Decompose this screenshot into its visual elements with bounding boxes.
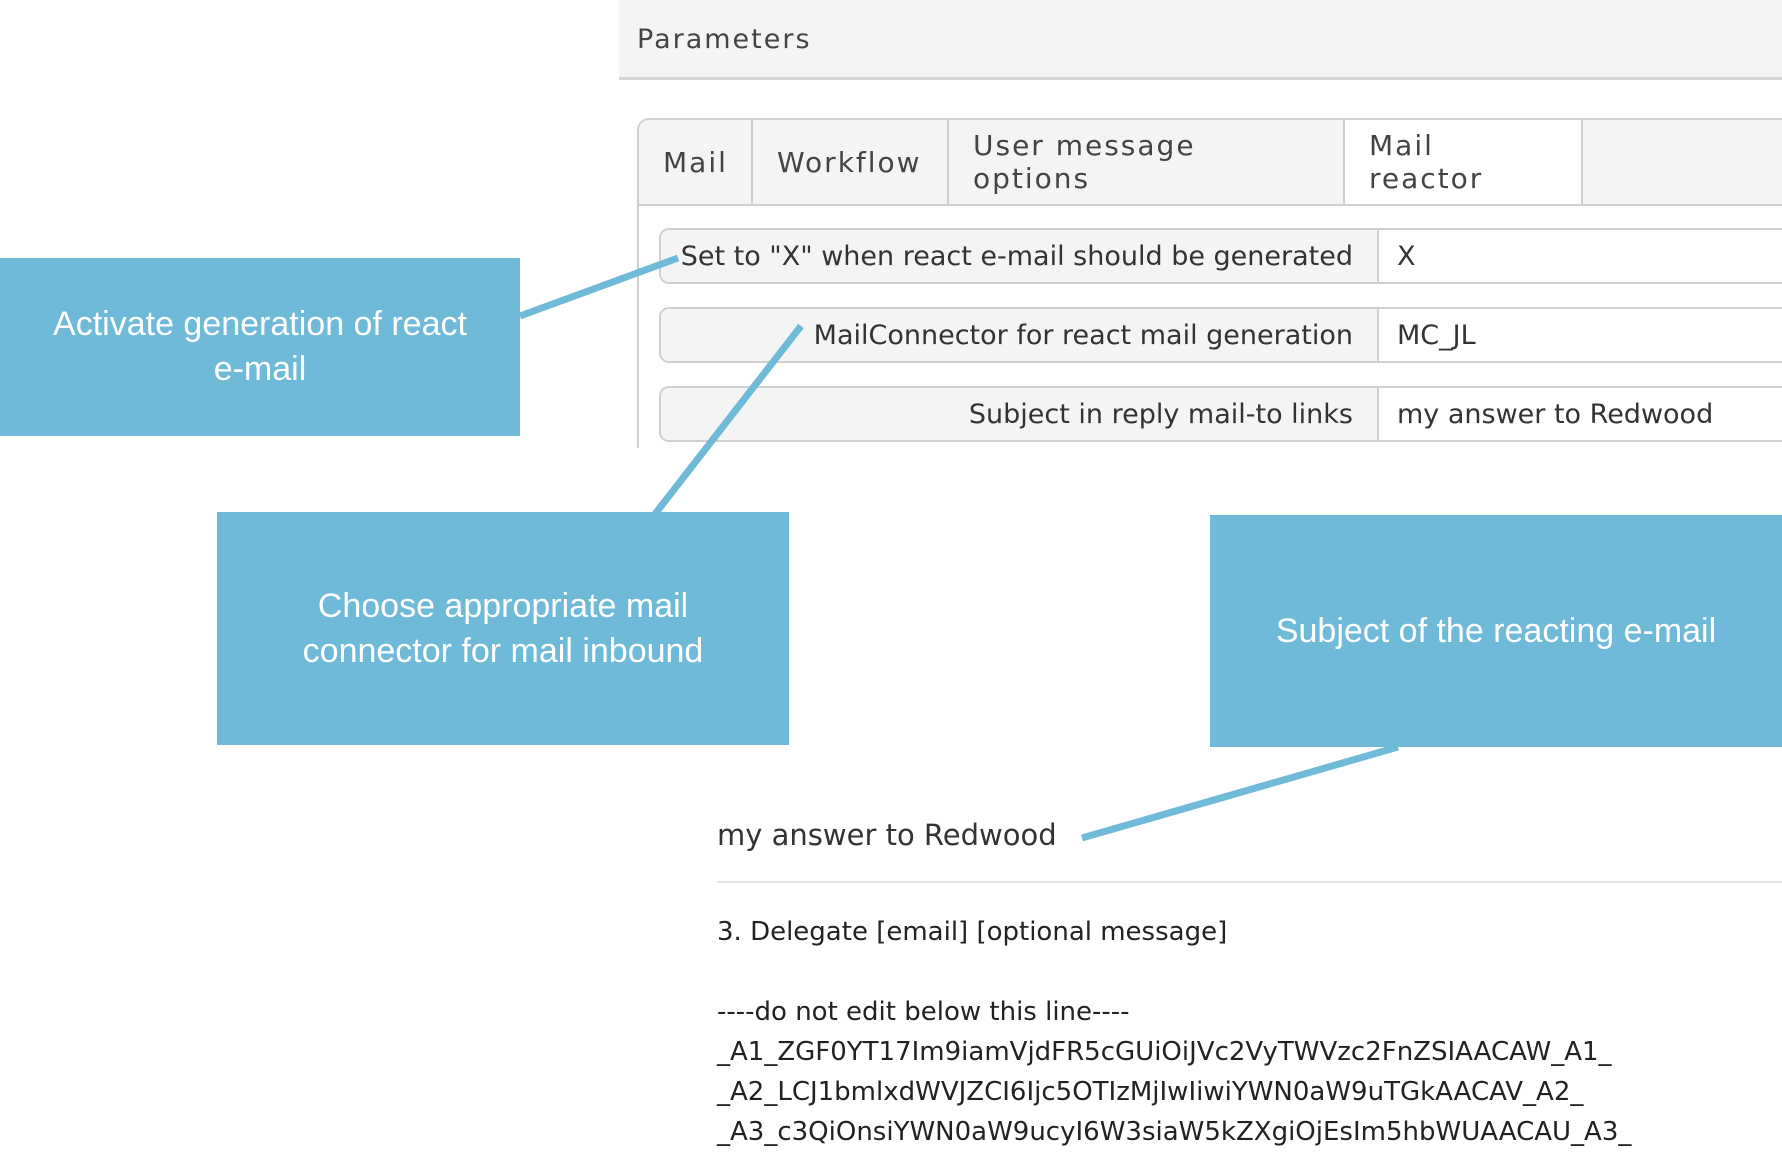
tab-bar: Mail Workflow User message options Mail … (639, 120, 1782, 206)
callout-subject: Subject of the reacting e-mail (1210, 515, 1782, 747)
param-value-mail-connector[interactable]: MC_JL (1379, 309, 1782, 361)
email-body-line: _A3_c3QiOnsiYWN0aW9ucyI6W3siaW5kZXgiOjEs… (717, 1117, 1632, 1147)
connector-activate (518, 254, 680, 320)
param-label: Subject in reply mail-to links (661, 388, 1379, 440)
tab-mail-reactor[interactable]: Mail reactor (1345, 120, 1583, 204)
connector-mail-connector (652, 323, 804, 517)
param-row-reply-subject: Subject in reply mail-to links my answer… (659, 386, 1782, 442)
parameters-header: Parameters (619, 0, 1782, 80)
tab-panel-frame (637, 118, 1782, 448)
param-value-generate-flag[interactable]: X (1379, 230, 1782, 282)
tab-user-message-options[interactable]: User message options (949, 120, 1345, 204)
email-body-line: 3. Delegate [email] [optional message] (717, 917, 1228, 947)
callout-mail-connector: Choose appropriate mail connector for ma… (217, 512, 789, 745)
email-body-line: _A2_LCJ1bmlxdWVJZCI6Ijc5OTIzMjIwIiwiYWN0… (717, 1077, 1584, 1107)
email-body-line: ----do not edit below this line---- (717, 997, 1130, 1027)
callout-activate: Activate generation of react e-mail (0, 258, 520, 436)
param-value-reply-subject[interactable]: my answer to Redwood (1379, 388, 1782, 440)
connector-subject (1081, 743, 1399, 842)
tab-mail[interactable]: Mail (639, 120, 753, 204)
param-label: Set to "X" when react e-mail should be g… (661, 230, 1379, 282)
email-divider (717, 881, 1782, 883)
email-subject: my answer to Redwood (717, 818, 1057, 852)
tab-workflow[interactable]: Workflow (753, 120, 949, 204)
email-body-line: _A1_ZGF0YT17Im9iamVjdFR5cGUiOiJVc2VyTWVz… (717, 1037, 1612, 1067)
param-row-generate-flag: Set to "X" when react e-mail should be g… (659, 228, 1782, 284)
parameters-title: Parameters (637, 24, 812, 55)
